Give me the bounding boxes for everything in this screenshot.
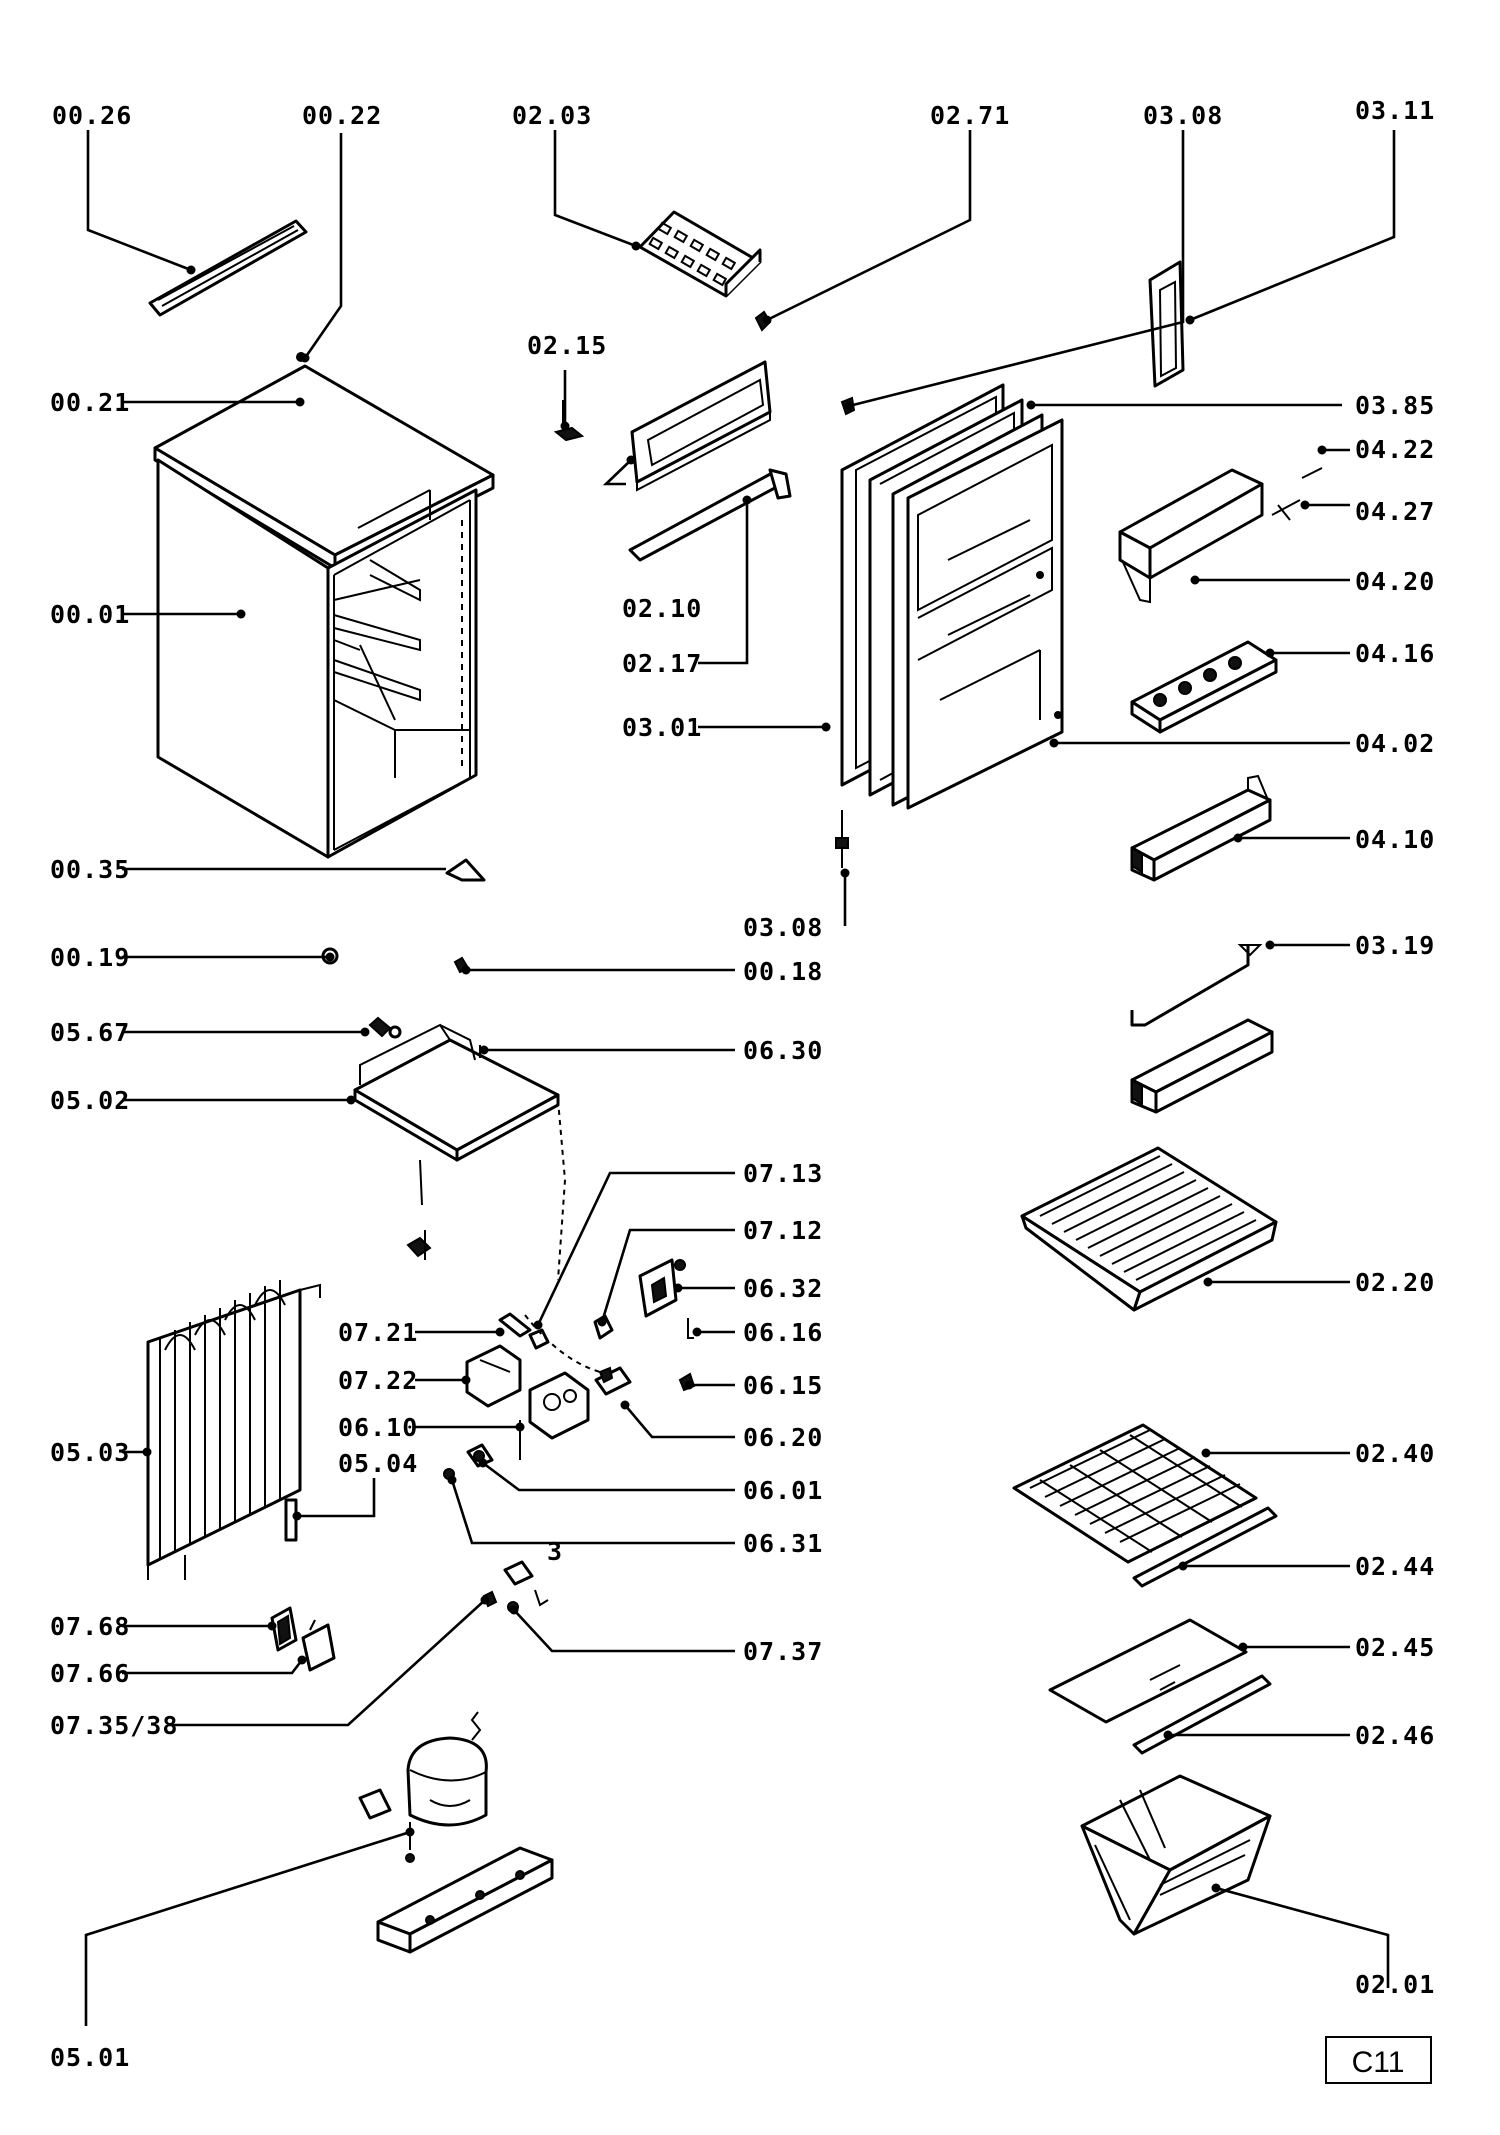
part-02-40-drawing — [1012, 1423, 1258, 1564]
label-05-01: 05.01 — [50, 2043, 130, 2072]
part-03-11-drawing — [1148, 260, 1185, 388]
leader-dots — [142, 241, 1327, 1893]
label-05-04: 05.04 — [338, 1449, 418, 1478]
label-03-01: 03.01 — [622, 713, 702, 742]
part-04-22-04-27-drawing — [1271, 467, 1323, 521]
label-02-01: 02.01 — [1355, 1970, 1435, 1999]
label-05-02: 05.02 — [50, 1086, 130, 1115]
label-sub-3: 3 — [547, 1537, 563, 1566]
label-02-40: 02.40 — [1355, 1439, 1435, 1468]
label-00-21: 00.21 — [50, 388, 130, 417]
label-02-71: 02.71 — [930, 101, 1010, 130]
label-03-85: 03.85 — [1355, 391, 1435, 420]
part-door-drawing — [840, 383, 1064, 810]
label-07-68: 07.68 — [50, 1612, 130, 1641]
label-07-37: 07.37 — [743, 1637, 823, 1666]
label-07-35-38: 07.35/38 — [50, 1711, 178, 1740]
label-04-16: 04.16 — [1355, 639, 1435, 668]
label-02-46: 02.46 — [1355, 1721, 1435, 1750]
label-00-26: 00.26 — [52, 101, 132, 130]
label-07-66: 07.66 — [50, 1659, 130, 1688]
label-07-21: 07.21 — [338, 1318, 418, 1347]
part-00-26-drawing — [148, 219, 308, 317]
label-05-03: 05.03 — [50, 1438, 130, 1467]
part-05-02-fitting-drawing — [406, 1230, 432, 1260]
part-electrical-drawing — [443, 1258, 696, 1480]
label-03-19: 03.19 — [1355, 931, 1435, 960]
label-02-17: 02.17 — [622, 649, 702, 678]
label-06-10: 06.10 — [338, 1413, 418, 1442]
part-07-37-drawing — [482, 1560, 549, 1613]
label-00-22: 00.22 — [302, 101, 382, 130]
label-04-20: 04.20 — [1355, 567, 1435, 596]
sheet-code-box: C11 — [1325, 2036, 1432, 2084]
part-02-44-drawing — [1132, 1506, 1278, 1588]
label-02-15: 02.15 — [527, 331, 607, 360]
part-05-02-drawing — [353, 1023, 567, 1281]
part-02-45-drawing — [1048, 1618, 1248, 1724]
part-04-10-drawing — [1130, 774, 1272, 882]
label-02-03: 02.03 — [512, 101, 592, 130]
label-00-01: 00.01 — [50, 600, 130, 629]
part-02-03-drawing — [638, 210, 762, 298]
sheet-code: C11 — [1352, 2046, 1405, 2079]
part-03-19-drawing — [1130, 944, 1274, 1114]
part-cabinet-drawing — [153, 352, 495, 859]
part-03-08-lower-drawing — [835, 810, 849, 868]
part-04-20-drawing — [1118, 468, 1264, 604]
label-04-22: 04.22 — [1355, 435, 1435, 464]
label-04-10: 04.10 — [1355, 825, 1435, 854]
label-00-19: 00.19 — [50, 943, 130, 972]
label-04-27: 04.27 — [1355, 497, 1435, 526]
part-04-16-drawing — [1130, 640, 1278, 734]
label-06-01: 06.01 — [743, 1476, 823, 1505]
label-02-20: 02.20 — [1355, 1268, 1435, 1297]
part-00-35-drawing — [445, 858, 486, 882]
label-06-15: 06.15 — [743, 1371, 823, 1400]
label-03-11: 03.11 — [1355, 96, 1435, 125]
label-06-16: 06.16 — [743, 1318, 823, 1347]
leader-lines — [84, 130, 1396, 2026]
part-05-67-drawing — [368, 1016, 402, 1039]
label-00-18: 00.18 — [743, 957, 823, 986]
part-labels: 00.26 00.22 02.03 02.71 03.08 03.11 02.1… — [50, 96, 1435, 2072]
label-02-44: 02.44 — [1355, 1552, 1435, 1581]
part-02-15-drawing — [553, 400, 585, 442]
label-06-30: 06.30 — [743, 1036, 823, 1065]
label-06-31: 06.31 — [743, 1529, 823, 1558]
label-04-02: 04.02 — [1355, 729, 1435, 758]
label-07-22: 07.22 — [338, 1366, 418, 1395]
part-02-10-drawing — [630, 360, 772, 492]
label-03-08-upper: 03.08 — [1143, 101, 1223, 130]
label-02-10: 02.10 — [622, 594, 702, 623]
part-05-01-drawing — [358, 1711, 554, 1954]
label-06-20: 06.20 — [743, 1423, 823, 1452]
part-07-66-drawing — [301, 1619, 336, 1672]
part-02-17-drawing — [628, 468, 792, 562]
part-02-20-drawing — [1020, 1146, 1278, 1312]
label-05-67: 05.67 — [50, 1018, 130, 1047]
part-07-68-drawing — [270, 1606, 298, 1652]
label-07-13: 07.13 — [743, 1159, 823, 1188]
label-06-32: 06.32 — [743, 1274, 823, 1303]
label-07-12: 07.12 — [743, 1216, 823, 1245]
label-03-08-lower: 03.08 — [743, 913, 823, 942]
part-05-04-drawing — [284, 1498, 298, 1542]
label-02-45: 02.45 — [1355, 1633, 1435, 1662]
label-00-35: 00.35 — [50, 855, 130, 884]
part-05-03-drawing — [146, 1280, 321, 1580]
part-02-01-drawing — [1080, 1774, 1272, 1936]
